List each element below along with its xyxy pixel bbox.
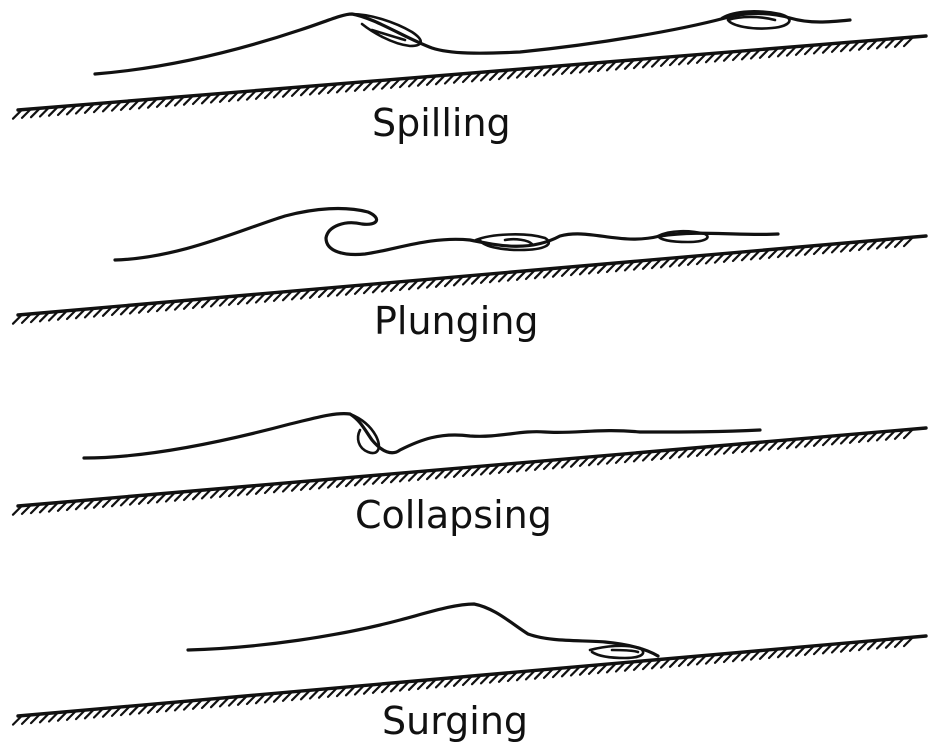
- plunging-wave-profile: [115, 209, 778, 260]
- collapsing-crest-fold: [350, 414, 379, 453]
- spilling-wave-profile: [95, 14, 850, 75]
- label-spilling: Spilling: [372, 104, 511, 142]
- label-plunging: Plunging: [374, 302, 539, 340]
- surging-wave-profile: [188, 604, 658, 656]
- label-collapsing: Collapsing: [355, 496, 552, 534]
- surging-foot-roll: [590, 646, 643, 658]
- label-surging: Surging: [382, 702, 528, 740]
- spilling-crest-whitewater: [352, 14, 421, 46]
